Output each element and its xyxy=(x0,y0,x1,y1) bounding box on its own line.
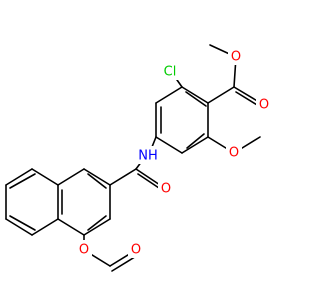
bond-ring-a2 xyxy=(155,86,183,104)
bond-ring-a4 xyxy=(155,136,183,154)
bond-coumarin-inner-1 xyxy=(87,173,107,189)
atom-bg-methoxy-o xyxy=(226,143,242,161)
atom-ester-single-o: O xyxy=(231,50,241,65)
bond-coumarin-4 xyxy=(57,218,85,236)
bond-benzene-inner-1 xyxy=(9,173,36,189)
atom-bg-ring-o xyxy=(76,240,92,258)
atom-bg-amide-n xyxy=(138,146,158,164)
bond-benzene-5 xyxy=(31,218,59,236)
atom-labels: O O O Cl NH O O O xyxy=(76,47,272,258)
atom-bg-lactone-o xyxy=(128,240,144,258)
bond-benzene-1 xyxy=(31,168,59,186)
atom-lactone-o: O xyxy=(131,243,141,258)
bond-benzene-4 xyxy=(5,218,33,236)
atom-ring-o: O xyxy=(79,243,89,258)
bond-ring-a5 xyxy=(181,136,209,154)
atom-bg-cl xyxy=(160,62,180,80)
bond-coumarin-2 xyxy=(57,168,85,186)
bond-ring-inner-1 xyxy=(185,91,207,107)
atom-bg-amide-o xyxy=(158,179,174,197)
bond-ring-inner-3 xyxy=(186,133,205,149)
atom-ester-carbonyl-o: O xyxy=(259,98,269,113)
atom-amide-o: O xyxy=(161,182,171,197)
bond-ring-a1 xyxy=(181,86,209,104)
bond-coumarin-5 xyxy=(83,218,111,236)
atom-chloro: Cl xyxy=(164,65,177,80)
atom-bg-ester-o xyxy=(256,95,272,113)
molecule-structure: O O O Cl NH O O O xyxy=(5,44,272,272)
atom-methoxy-o: O xyxy=(229,146,239,161)
bond-benzene-2 xyxy=(5,168,33,186)
atom-bg-ester-single-o xyxy=(228,47,244,65)
bond-amide-coumarin xyxy=(109,168,137,186)
bond-benzene-inner-2 xyxy=(9,215,36,231)
atom-amide-n: NH xyxy=(138,149,158,164)
bond-ester-ring xyxy=(207,86,235,104)
bond-layer xyxy=(5,44,265,272)
bond-coumarin-1 xyxy=(83,168,111,186)
bond-coumarin-inner-3 xyxy=(87,215,107,231)
